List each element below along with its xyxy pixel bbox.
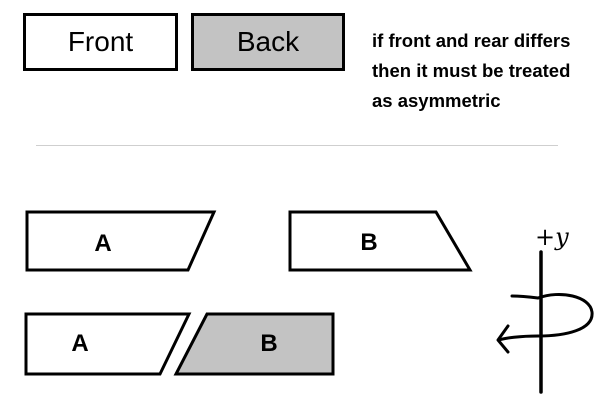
note-line-2: then it must be treated (372, 60, 571, 81)
note-line-3: as asymmetric (372, 90, 501, 111)
piece-b-bottom-label: B (260, 330, 277, 357)
asymmetry-note: if front and rear differs then it must b… (372, 26, 609, 116)
back-button[interactable]: Back (191, 13, 345, 71)
piece-a-bottom (24, 312, 192, 376)
piece-b-top (288, 210, 473, 272)
piece-b-bottom (173, 312, 335, 376)
piece-a-top-label: A (94, 230, 111, 257)
note-line-1: if front and rear differs (372, 30, 571, 51)
axis-label: +y (535, 223, 569, 251)
section-divider (36, 145, 558, 146)
rotation-axis-icon (496, 250, 594, 394)
piece-b-top-label: B (360, 229, 377, 256)
piece-a-top (25, 210, 217, 272)
front-button[interactable]: Front (23, 13, 178, 71)
piece-a-bottom-label: A (71, 330, 88, 357)
